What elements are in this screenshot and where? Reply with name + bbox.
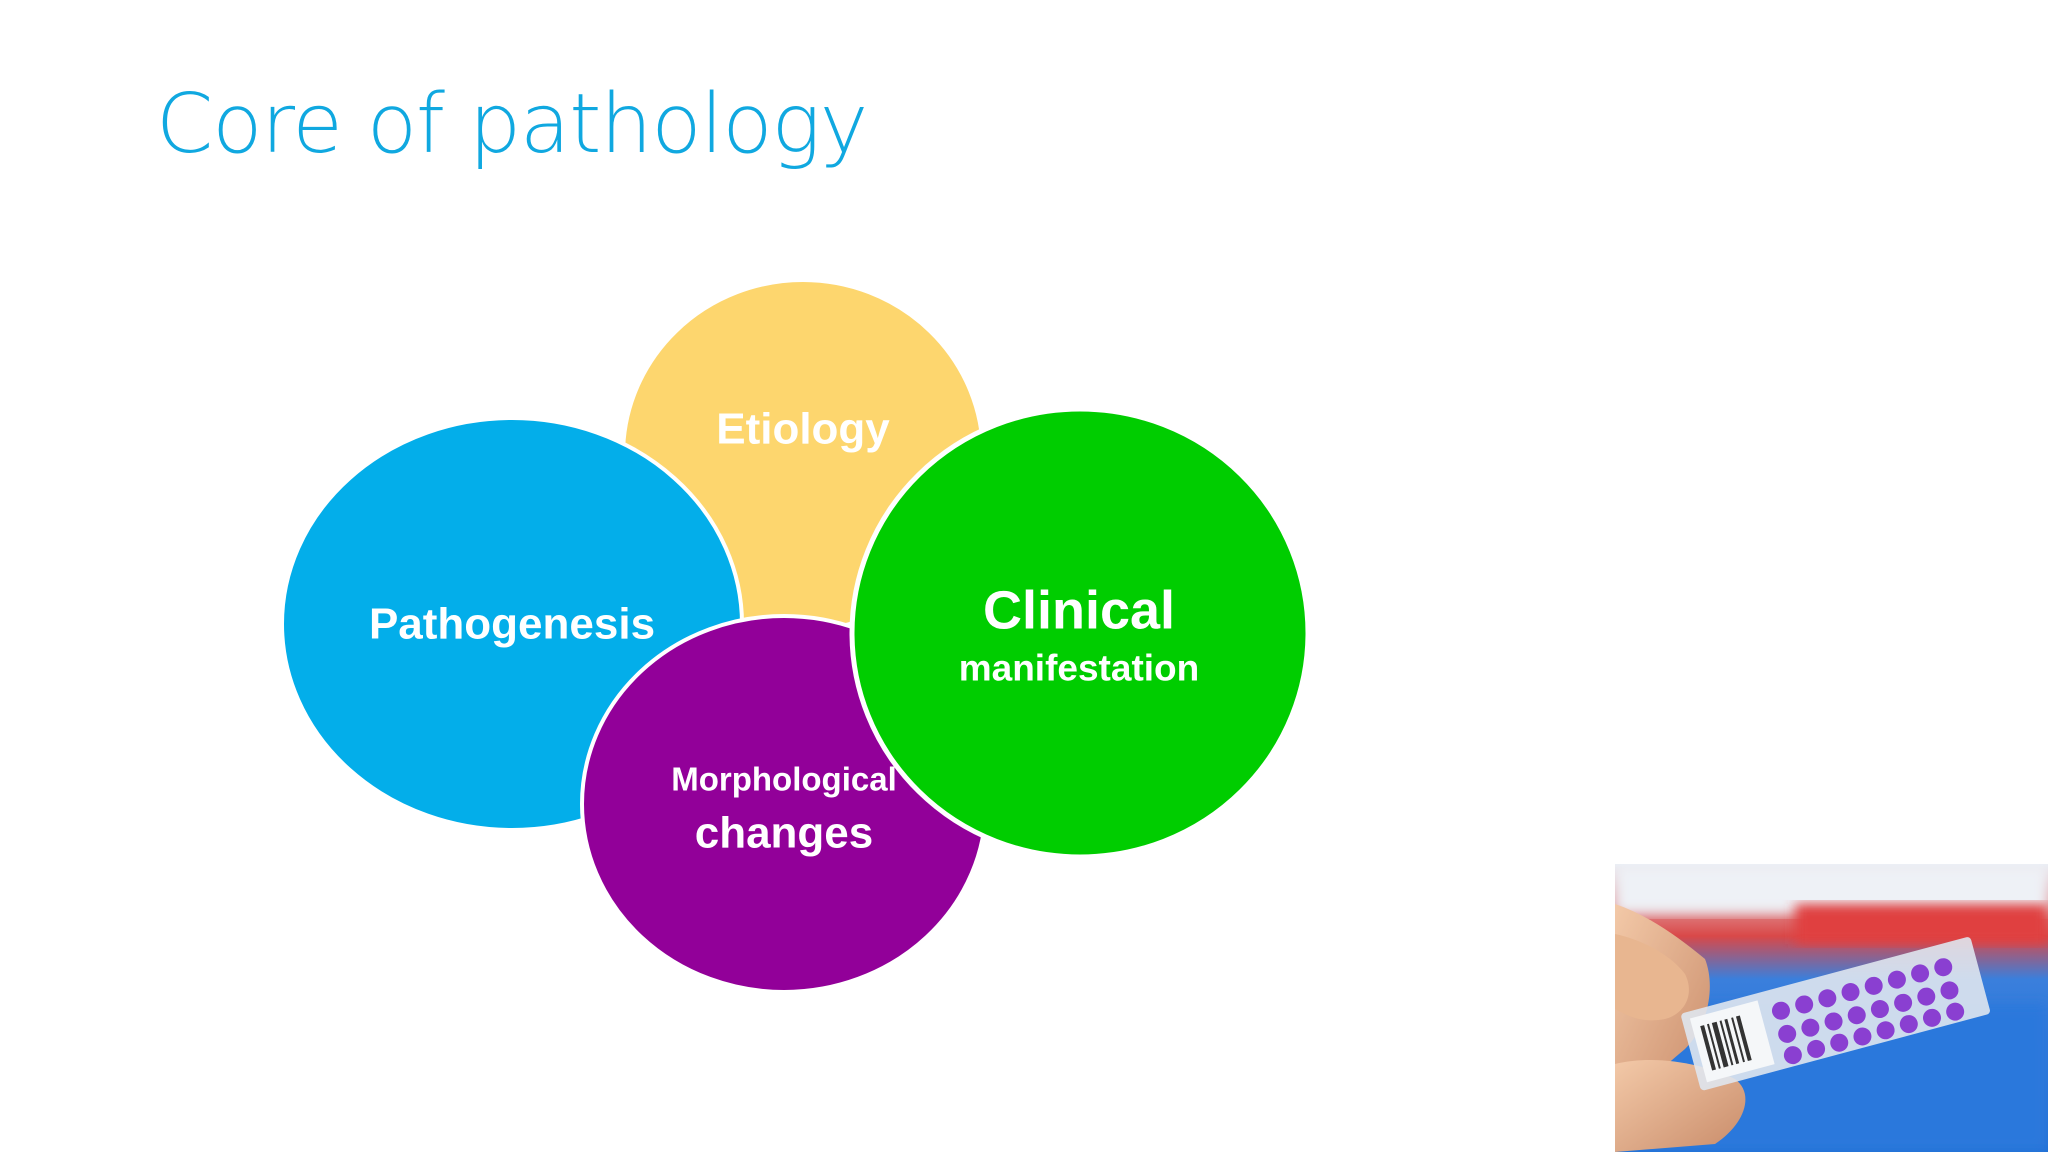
clinical-label-line2: manifestation: [958, 647, 1200, 689]
morph-label-line1: Morphological: [671, 760, 897, 798]
clinical-label-line1: Clinical: [982, 580, 1176, 641]
pathogenesis-label: Pathogenesis: [368, 599, 656, 649]
microscope-slide-photo: [1615, 864, 2048, 1152]
clinical-manifestation-label: Clinical manifestation: [959, 580, 1200, 691]
clinical-manifestation-circle[interactable]: [849, 406, 1311, 860]
slide-title: Core of pathology: [156, 77, 868, 172]
morph-label-line2: changes: [694, 808, 874, 858]
etiology-label: Etiology: [716, 404, 890, 454]
morphological-changes-label: Morphological changes: [671, 761, 897, 860]
